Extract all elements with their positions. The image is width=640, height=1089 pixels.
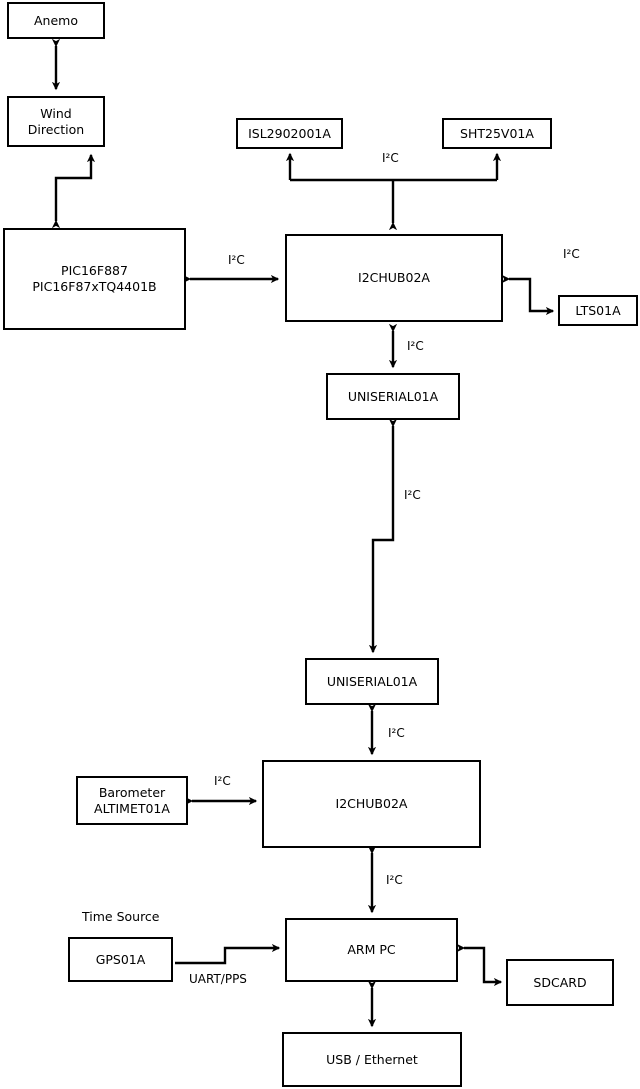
label-time-source: Time Source — [82, 909, 160, 924]
node-anemo-label: Anemo — [34, 12, 78, 28]
node-arm-pc[interactable]: ARM PC — [285, 918, 458, 982]
edge-label-i2c-baro-hub: I²C — [214, 774, 231, 788]
node-barometer-altimet01a-label: Barometer ALTIMET01A — [94, 784, 170, 816]
node-i2chub02a-top[interactable]: I2CHUB02A — [285, 234, 503, 322]
node-anemo[interactable]: Anemo — [7, 2, 105, 39]
node-i2chub02a-bottom-label: I2CHUB02A — [335, 796, 408, 812]
node-pic-microcontroller[interactable]: PIC16F887 PIC16F87xTQ4401B — [3, 228, 186, 330]
node-usb-ethernet-label: USB / Ethernet — [326, 1051, 418, 1067]
edge-hubtop-lts — [501, 274, 555, 316]
node-sht25v01a-label: SHT25V01A — [460, 125, 534, 141]
node-sdcard-label: SDCARD — [533, 974, 587, 990]
edge-armpc-sdcard — [456, 943, 503, 987]
node-uniserial01a-lower-label: UNISERIAL01A — [326, 673, 418, 689]
edge-label-i2c-uniserial-link: I²C — [404, 488, 421, 502]
node-gps01a[interactable]: GPS01A — [68, 937, 173, 982]
edge-label-i2c-hub-uniserial: I²C — [407, 339, 424, 353]
node-gps01a-label: GPS01A — [95, 951, 146, 967]
node-usb-ethernet[interactable]: USB / Ethernet — [282, 1032, 462, 1087]
edge-uniserial-link — [368, 418, 398, 654]
node-sdcard[interactable]: SDCARD — [506, 959, 614, 1006]
node-arm-pc-label: ARM PC — [347, 942, 396, 958]
node-uniserial01a-lower[interactable]: UNISERIAL01A — [305, 658, 439, 705]
node-pic-microcontroller-label: PIC16F887 PIC16F87xTQ4401B — [32, 263, 157, 294]
node-lts01a[interactable]: LTS01A — [558, 295, 638, 326]
edge-label-i2c-top-sensors: I²C — [382, 151, 399, 165]
edge-label-i2c-hub-armpc: I²C — [386, 873, 403, 887]
node-isl2902001a[interactable]: ISL2902001A — [236, 118, 343, 149]
edge-gps-armpc — [175, 943, 281, 965]
node-sht25v01a[interactable]: SHT25V01A — [442, 118, 552, 149]
node-uniserial01a-upper[interactable]: UNISERIAL01A — [326, 373, 460, 420]
node-i2chub02a-bottom[interactable]: I2CHUB02A — [262, 760, 481, 848]
node-isl2902001a-label: ISL2902001A — [248, 125, 331, 141]
edge-label-uart-pps: UART/PPS — [189, 972, 247, 986]
node-lts01a-label: LTS01A — [575, 302, 621, 318]
edge-label-i2c-hub-lts: I²C — [563, 247, 580, 261]
node-uniserial01a-upper-label: UNISERIAL01A — [347, 388, 439, 404]
edge-label-i2c-uniserial-hub: I²C — [388, 726, 405, 740]
edge-wind-pic — [51, 153, 96, 229]
node-barometer-altimet01a[interactable]: Barometer ALTIMET01A — [76, 776, 188, 825]
node-wind-direction-label: Wind Direction — [27, 105, 85, 137]
node-wind-direction[interactable]: Wind Direction — [7, 96, 105, 147]
node-i2chub02a-top-label: I2CHUB02A — [358, 270, 430, 286]
edge-label-i2c-pic-hub: I²C — [228, 253, 245, 267]
